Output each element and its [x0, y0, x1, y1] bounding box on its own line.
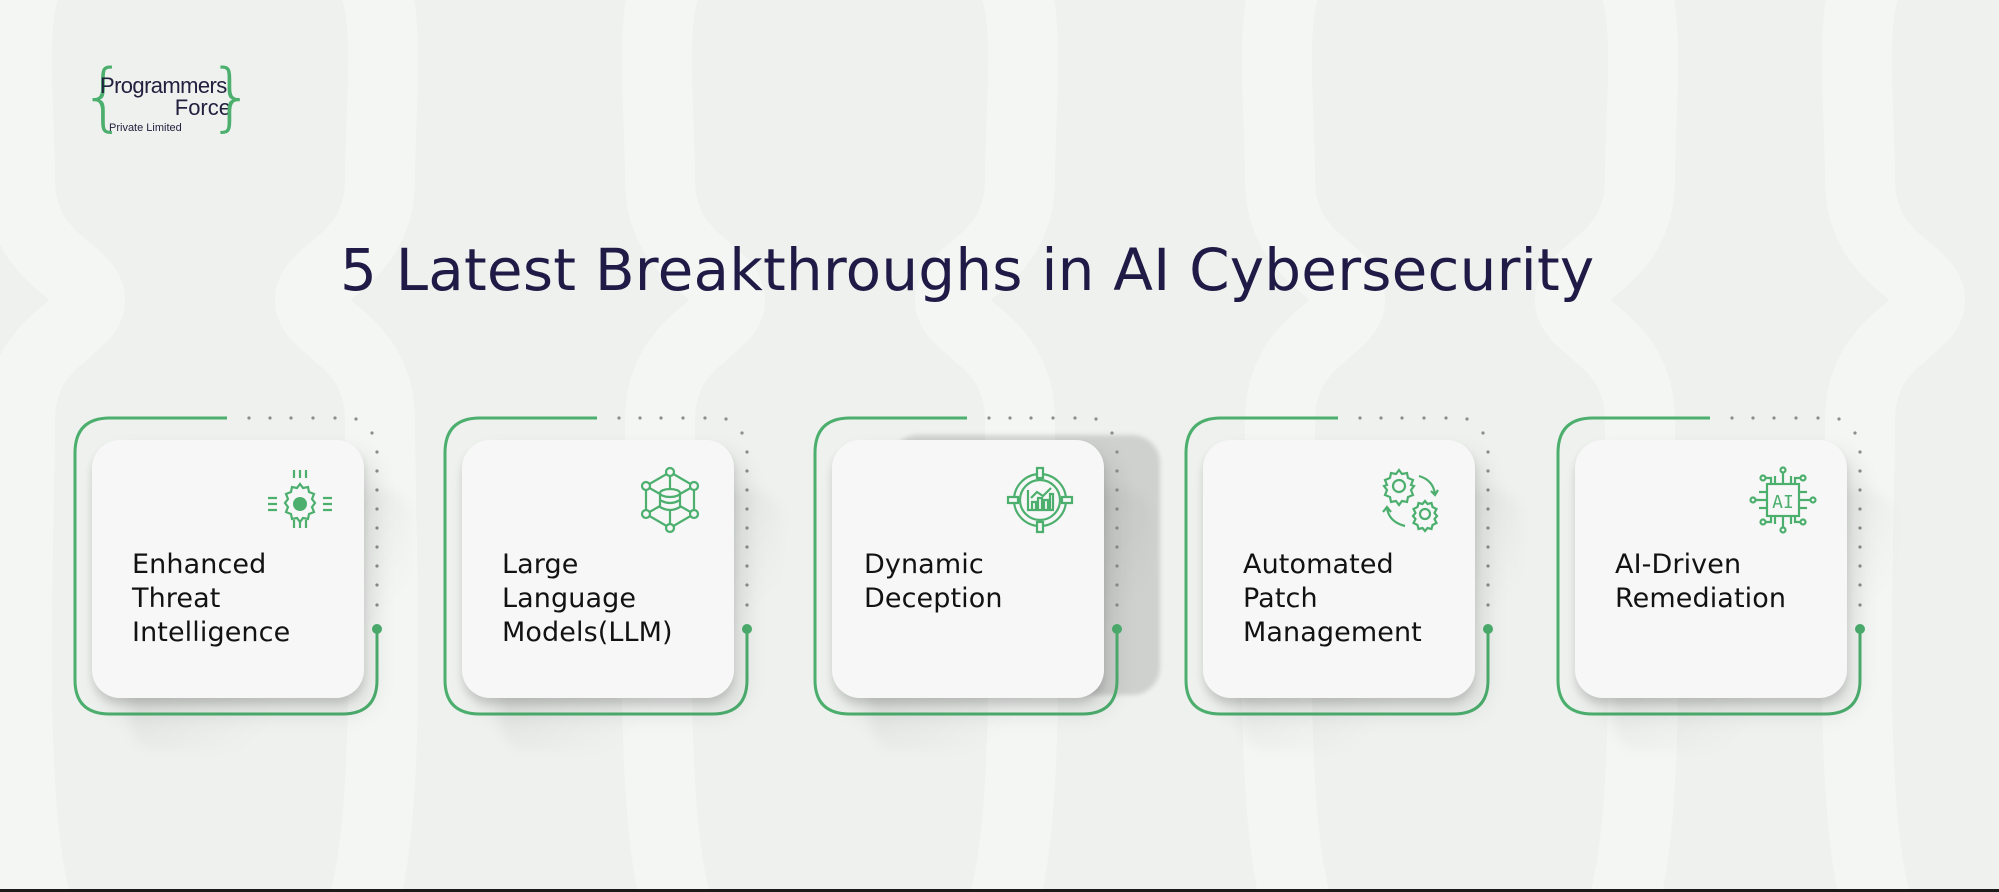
card-title: AI-Driven Remediation — [1615, 548, 1786, 616]
card-outline-decoration — [1556, 416, 1865, 716]
logo-text-force: Force — [174, 95, 231, 120]
card-title-line: Remediation — [1615, 583, 1787, 614]
card-title: Enhanced Threat Intelligence — [132, 548, 290, 650]
card-title-line: Threat — [132, 583, 221, 614]
card-title: Large Language Models(LLM) — [502, 548, 673, 650]
breakthrough-card-5: AI AI-Driven Remediation — [1543, 400, 1903, 750]
card-title: Dynamic Deception — [864, 548, 1003, 616]
breakthrough-card-2: Large Language Models(LLM) — [430, 400, 790, 750]
card-body: AI AI-Driven Remediation — [1575, 440, 1847, 698]
company-logo: { Programmers Force Private Limited } — [80, 54, 255, 140]
card-outline-decoration — [73, 416, 382, 716]
gears-cycle-icon — [1382, 468, 1439, 533]
svg-text:AI: AI — [1772, 492, 1794, 513]
card-title-line: Large — [502, 549, 579, 580]
breakthrough-card-3: Dynamic Deception — [800, 400, 1160, 750]
target-chart-icon — [1006, 466, 1074, 534]
card-title-line: AI-Driven — [1615, 549, 1742, 580]
logo-text-programmers: Programmers — [100, 73, 227, 98]
card-title-line: Dynamic — [864, 549, 984, 580]
page-title: 5 Latest Breakthroughs in AI Cybersecuri… — [340, 236, 1595, 304]
card-body: Dynamic Deception — [832, 440, 1104, 698]
card-title-line: Enhanced — [132, 549, 267, 580]
card-title-line: Patch — [1243, 583, 1318, 614]
bottom-border — [0, 889, 1999, 892]
chip-gear-icon — [268, 470, 332, 528]
ai-chip-icon: AI — [1749, 466, 1817, 534]
card-title-line: Automated — [1243, 549, 1394, 580]
card-outline-decoration — [443, 416, 752, 716]
logo-text-private-limited: Private Limited — [109, 122, 182, 134]
card-title-line: Language — [502, 583, 637, 614]
card-body: Automated Patch Management — [1203, 440, 1475, 698]
card-body: Large Language Models(LLM) — [462, 440, 734, 698]
card-title-line: Intelligence — [132, 617, 291, 648]
card-title-line: Management — [1243, 617, 1422, 648]
card-outline-decoration — [813, 416, 1122, 716]
card-title-line: Models(LLM) — [502, 617, 673, 648]
breakthrough-card-1: Enhanced Threat Intelligence — [60, 400, 420, 750]
card-body: Enhanced Threat Intelligence — [92, 440, 364, 698]
card-title-line: Deception — [864, 583, 1003, 614]
logo-brace-right: } — [207, 54, 255, 140]
breakthrough-card-4: Automated Patch Management — [1171, 400, 1531, 750]
logo-brace-left: { — [80, 54, 128, 140]
card-outline-decoration — [1184, 416, 1493, 716]
card-title: Automated Patch Management — [1243, 548, 1422, 650]
database-network-icon — [640, 466, 700, 534]
